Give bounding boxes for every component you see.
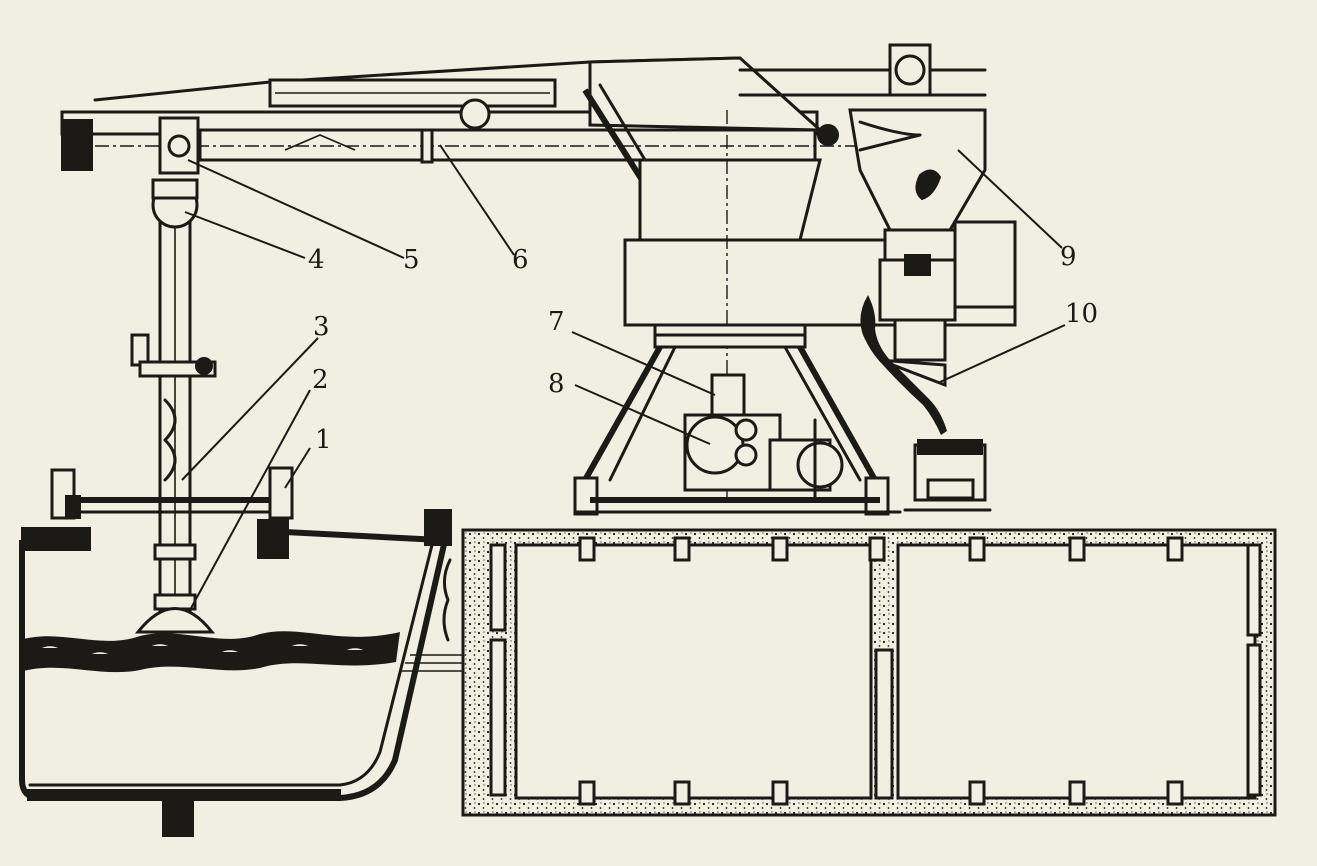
portal-frame <box>573 345 902 516</box>
callout-4: 4 <box>308 245 325 275</box>
vertical-conveyor-tube <box>130 178 217 634</box>
callout-2: 2 <box>312 365 329 395</box>
callout-5: 5 <box>403 245 420 275</box>
callout-labels: 1 2 3 4 5 6 7 8 9 10 <box>308 242 1098 455</box>
boom-arm <box>60 56 987 242</box>
callout-9: 9 <box>1060 242 1077 272</box>
wharf-structure <box>461 528 1277 817</box>
callout-3: 3 <box>313 312 330 342</box>
starboard-bulwark <box>424 509 452 546</box>
callout-10: 10 <box>1065 299 1098 329</box>
drive-unit <box>683 373 844 502</box>
callout-6: 6 <box>512 245 529 275</box>
water-line <box>400 654 462 672</box>
callout-8: 8 <box>548 369 565 399</box>
discharge-hopper <box>848 43 1017 435</box>
wharf-ribs-top <box>578 536 1184 562</box>
boom-head-pivot <box>158 116 200 175</box>
port-deck-block <box>21 527 91 551</box>
hatch-crossbeam <box>50 466 294 520</box>
ship-hull <box>19 509 462 837</box>
callout-leaders <box>181 144 1066 611</box>
pickup-head <box>134 607 216 634</box>
callout-1: 1 <box>315 425 332 455</box>
callout-7: 7 <box>548 307 565 337</box>
shore-conveyor <box>903 439 992 512</box>
boom-tip <box>61 119 93 171</box>
keel-block <box>162 797 194 837</box>
coal-cargo <box>20 631 400 673</box>
wharf-ribs-bottom <box>578 780 1184 806</box>
